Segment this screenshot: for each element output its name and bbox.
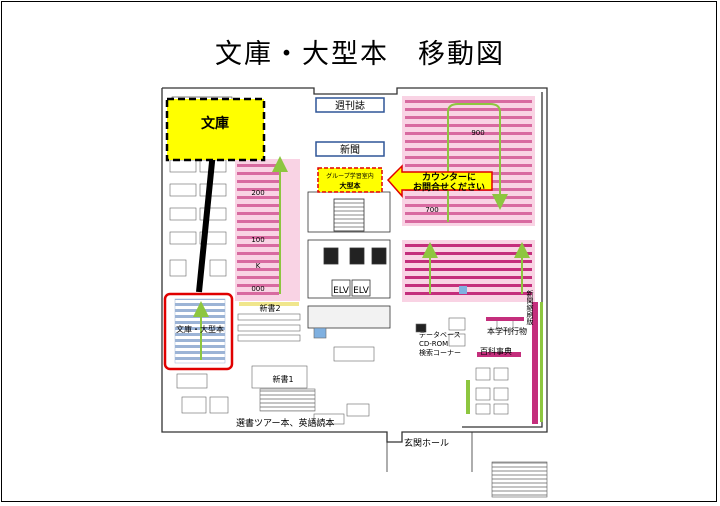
group-study-line-1: グループ学習室内 bbox=[326, 172, 374, 180]
newspaper-label-box bbox=[315, 141, 385, 157]
page-title: 文庫・大型本 移動図 bbox=[215, 39, 505, 70]
weekly-label-box bbox=[315, 97, 385, 113]
elv-1-label: ELV bbox=[333, 286, 350, 296]
shelf-number-200: 200 bbox=[251, 189, 264, 197]
new-reference-shelf bbox=[486, 317, 524, 321]
counter-callout bbox=[386, 164, 493, 198]
database-label-3: 検索コーナー bbox=[419, 348, 461, 357]
shelf-zone-middle bbox=[402, 240, 535, 302]
new-reference-label: 本学刊行物 bbox=[487, 326, 527, 336]
shinsho2-label: 新書2 bbox=[259, 303, 280, 313]
bunko-oogata-label: 文庫・大型本 bbox=[176, 324, 224, 334]
weekly-label: 週刊誌 bbox=[335, 99, 365, 112]
group-study-callout-box bbox=[317, 167, 383, 193]
entrance-label: 玄関ホール bbox=[404, 437, 449, 449]
entrance-steps bbox=[491, 461, 548, 498]
shinsho1-label: 新書1 bbox=[272, 374, 293, 384]
central-lower bbox=[251, 327, 375, 425]
new-journals-label: 新聞縮刷版 bbox=[526, 289, 534, 326]
bunko-target-box bbox=[165, 97, 266, 162]
bunko-target-label: 文庫 bbox=[201, 115, 229, 132]
shinsho2-area bbox=[237, 302, 301, 342]
database-label-2: CD-ROM bbox=[419, 340, 448, 348]
shelf-number-000: 000 bbox=[251, 285, 264, 293]
reference-label: 百科事典 bbox=[480, 346, 512, 356]
green-shelf-right bbox=[540, 302, 543, 422]
group-study-line-2: 大型本 bbox=[340, 181, 361, 190]
shelf-number-k: K bbox=[256, 262, 261, 270]
central-core bbox=[307, 191, 391, 329]
study-tables-left bbox=[169, 159, 229, 414]
shelf-number-700: 700 bbox=[425, 206, 438, 214]
elv-2-label: ELV bbox=[353, 286, 370, 296]
shelf-number-900: 900 bbox=[471, 129, 484, 137]
green-shelf-entrance bbox=[466, 380, 470, 414]
counter-line-2: お問合せください bbox=[413, 181, 485, 193]
magazine-shelf bbox=[532, 302, 538, 424]
counter-line-1: カウンターに bbox=[422, 171, 476, 183]
shelf-number-100: 100 bbox=[251, 236, 264, 244]
shelf-zone-000-200 bbox=[235, 159, 300, 301]
bunko-highlight-frame bbox=[163, 292, 234, 371]
selection-label: 選書ツアー本、英語読本 bbox=[236, 417, 334, 429]
route-arrows bbox=[193, 103, 530, 360]
reference-shelf bbox=[477, 352, 521, 357]
database-label-1: データベース bbox=[419, 330, 461, 339]
newspaper-label: 新聞 bbox=[340, 143, 360, 156]
shelf-zone-700-900 bbox=[402, 96, 535, 226]
